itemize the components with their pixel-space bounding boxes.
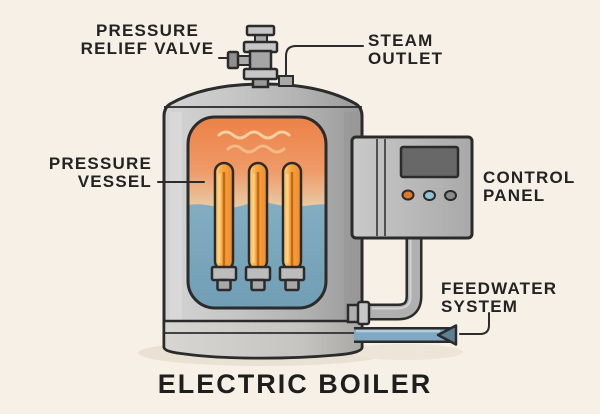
element-connector — [210, 265, 238, 282]
label-line: RELIEF VALVE — [80, 39, 215, 58]
flow-arrow — [436, 324, 458, 346]
element-stub — [284, 278, 300, 292]
boiler-base — [162, 319, 364, 360]
panel-button-grey[interactable] — [444, 190, 457, 201]
control-panel — [350, 135, 474, 240]
element-stub — [250, 278, 266, 292]
steam-wave-1 — [217, 130, 291, 140]
pressure-vessel-window — [186, 115, 328, 310]
leader-steam-outlet — [285, 45, 364, 77]
panel-screen — [399, 145, 460, 179]
label-line: OUTLET — [368, 49, 444, 68]
label-line: STEAM — [368, 31, 434, 50]
body-highlight — [170, 112, 182, 340]
label-line: VESSEL — [77, 172, 152, 191]
label-control-panel: CONTROL PANEL — [483, 169, 575, 205]
leader-feedwater — [459, 312, 490, 335]
label-line: CONTROL — [483, 168, 576, 187]
label-feedwater-system: FEEDWATER SYSTEM — [441, 280, 557, 316]
label-line: PRESSURE — [48, 154, 152, 173]
diagram-title: ELECTRIC BOILER — [157, 369, 433, 399]
element-connector — [244, 265, 272, 282]
heating-element-1 — [210, 161, 238, 292]
label-steam-outlet: STEAM OUTLET — [368, 32, 443, 68]
panel-pipe — [346, 236, 423, 326]
label-line: PANEL — [483, 186, 546, 205]
element-connector — [278, 265, 306, 282]
steam-outlet-stub — [278, 75, 294, 87]
heating-element-2 — [244, 161, 272, 292]
feedwater-pipe — [354, 324, 458, 346]
window-outline — [186, 115, 328, 310]
element-stub — [216, 278, 232, 292]
label-pressure-vessel: PRESSURE VESSEL — [30, 155, 152, 191]
label-line: SYSTEM — [441, 297, 519, 316]
pressure-relief-valve — [226, 24, 279, 89]
panel-button-orange[interactable] — [401, 189, 415, 201]
heating-element-3 — [278, 161, 306, 292]
pipe-coupling — [356, 300, 371, 326]
panel-button-blue[interactable] — [423, 190, 436, 201]
steam-wave-2 — [226, 144, 286, 154]
label-line: FEEDWATER — [441, 279, 558, 298]
label-pressure-relief-valve: PRESSURE RELIEF VALVE — [40, 22, 255, 58]
label-line: PRESSURE — [95, 21, 200, 40]
leader-lines — [157, 45, 490, 335]
pipe-shadow — [347, 344, 463, 360]
